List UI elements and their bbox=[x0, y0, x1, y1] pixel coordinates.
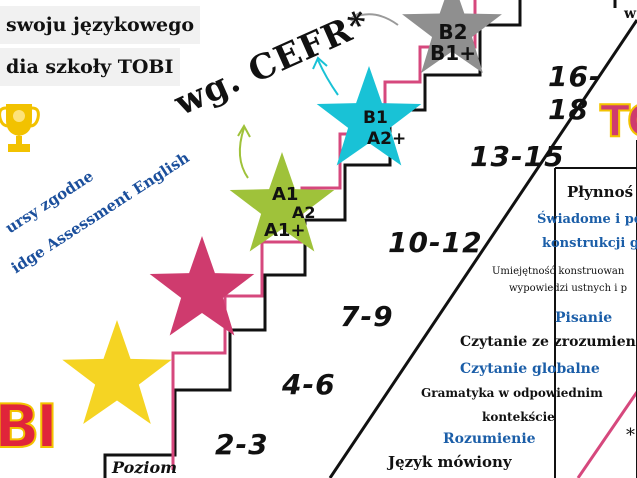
star-b2-label: B2 B1+ bbox=[428, 22, 478, 64]
banner-line-1-text: swoju językowego bbox=[6, 14, 195, 36]
star-a1-line3: A1+ bbox=[264, 220, 306, 241]
skill-czytanie-globalne: Czytanie globalne bbox=[460, 361, 600, 377]
skill-gramatyka-1: Gramatyka w odpowiednim bbox=[421, 386, 603, 400]
banner-line-2: dia szkoły TOBI bbox=[0, 48, 180, 86]
banner-line-2-text: dia szkoły TOBI bbox=[6, 56, 174, 78]
skill-asterisk: * bbox=[626, 425, 635, 446]
skill-rozumienie: Rozumienie bbox=[443, 431, 536, 447]
logo-right: TO bbox=[599, 95, 637, 148]
skill-jezyk-mowiony: Język mówiony bbox=[388, 453, 512, 471]
logo-left: BI bbox=[0, 391, 59, 463]
skill-plynnosc: Płynnoś bbox=[567, 183, 634, 201]
star-b2-line1: B2 bbox=[438, 20, 468, 44]
star-b1-label: B1 A2+ bbox=[345, 108, 407, 150]
age-7-9: 7-9 bbox=[340, 300, 394, 333]
star-b1-line1: B1 bbox=[363, 108, 388, 128]
skill-umiejetnosc-2: wypowiedzi ustnych i p bbox=[509, 283, 628, 294]
age-16-18: 16-18 bbox=[548, 60, 602, 126]
star-a1-label: A1 A2 A1+ bbox=[258, 186, 328, 240]
top-right-fragment: w bbox=[624, 6, 637, 22]
skill-czytanie-zrozumienie: Czytanie ze zrozumienie bbox=[460, 334, 637, 350]
star-b1-line2: A2+ bbox=[367, 129, 407, 149]
star-b1-icon bbox=[316, 66, 422, 166]
age-4-6: 4-6 bbox=[282, 368, 336, 401]
skill-pisanie: Pisanie bbox=[555, 310, 613, 326]
poziom-label: Poziom bbox=[112, 458, 178, 477]
star-a1-line1: A1 bbox=[272, 184, 299, 205]
skill-swiadome-1: Świadome i po bbox=[537, 212, 637, 227]
banner-line-1: swoju językowego bbox=[0, 6, 200, 44]
star-yellow-icon bbox=[62, 320, 172, 425]
star-pink-icon bbox=[149, 236, 255, 336]
star-a1-icon bbox=[229, 152, 335, 252]
age-13-15: 13-15 bbox=[470, 140, 565, 173]
star-b2-icon bbox=[402, 0, 502, 73]
star-b2-line2: B1+ bbox=[430, 41, 476, 65]
trophy-icon bbox=[0, 104, 40, 152]
skill-gramatyka-2: kontekście bbox=[482, 410, 555, 424]
star-a1-line2: A2 bbox=[292, 203, 316, 222]
skill-umiejetnosc-1: Umiejętność konstruowan bbox=[492, 266, 625, 277]
age-2-3: 2-3 bbox=[215, 428, 269, 461]
skill-swiadome-2: konstrukcji gr bbox=[542, 236, 637, 251]
age-10-12: 10-12 bbox=[388, 226, 483, 259]
